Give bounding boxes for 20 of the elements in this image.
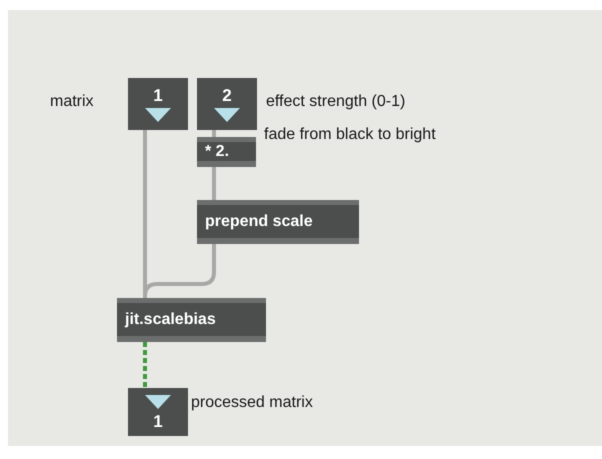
object-box <box>197 200 359 244</box>
object-box <box>117 298 266 342</box>
comment-text: processed matrix <box>191 395 313 411</box>
object-text: prepend scale <box>205 214 313 230</box>
object-text: * 2. <box>205 144 230 160</box>
number-value: 1 <box>153 412 163 430</box>
patch-cord <box>212 130 216 137</box>
number-box <box>128 78 188 130</box>
comment-text: effect strength (0-1) <box>266 94 406 110</box>
comment-text: matrix <box>50 94 94 110</box>
comment-text: fade from black to bright <box>264 127 436 143</box>
object-text: jit.scalebias <box>125 312 216 328</box>
patch-cord <box>212 167 216 200</box>
number-box <box>128 388 188 436</box>
patch-cord <box>143 244 216 298</box>
number-box <box>197 78 257 130</box>
number-value: 2 <box>222 86 232 104</box>
patch-cord <box>143 342 147 388</box>
object-box <box>197 137 256 167</box>
number-value: 1 <box>153 86 163 104</box>
